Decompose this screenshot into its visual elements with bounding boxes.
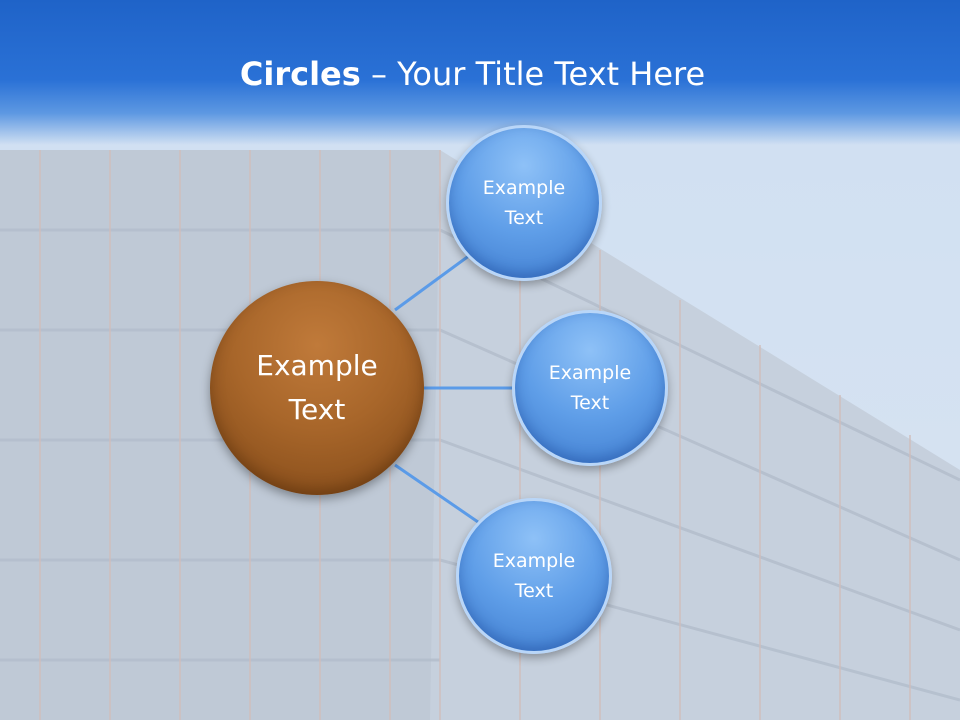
satellite-circle-label: Example Text [548,362,632,414]
satellite-circle-1[interactable]: Example Text [446,125,602,281]
center-circle[interactable]: Example Text [210,281,424,495]
title-bold-word: Circles [239,55,361,93]
satellite-circle-3[interactable]: Example Text [456,498,612,654]
title-banner [0,0,960,145]
connector-line-3 [394,463,479,524]
center-circle-label: Example Text [256,349,378,426]
satellite-circle-label: Example Text [492,550,576,602]
slide-title: Circles – Your Title Text Here [0,55,945,93]
satellite-circle-2[interactable]: Example Text [512,310,668,466]
satellite-circle-label: Example Text [482,177,566,229]
title-rest: – Your Title Text Here [360,55,706,93]
connector-line-1 [394,253,471,312]
